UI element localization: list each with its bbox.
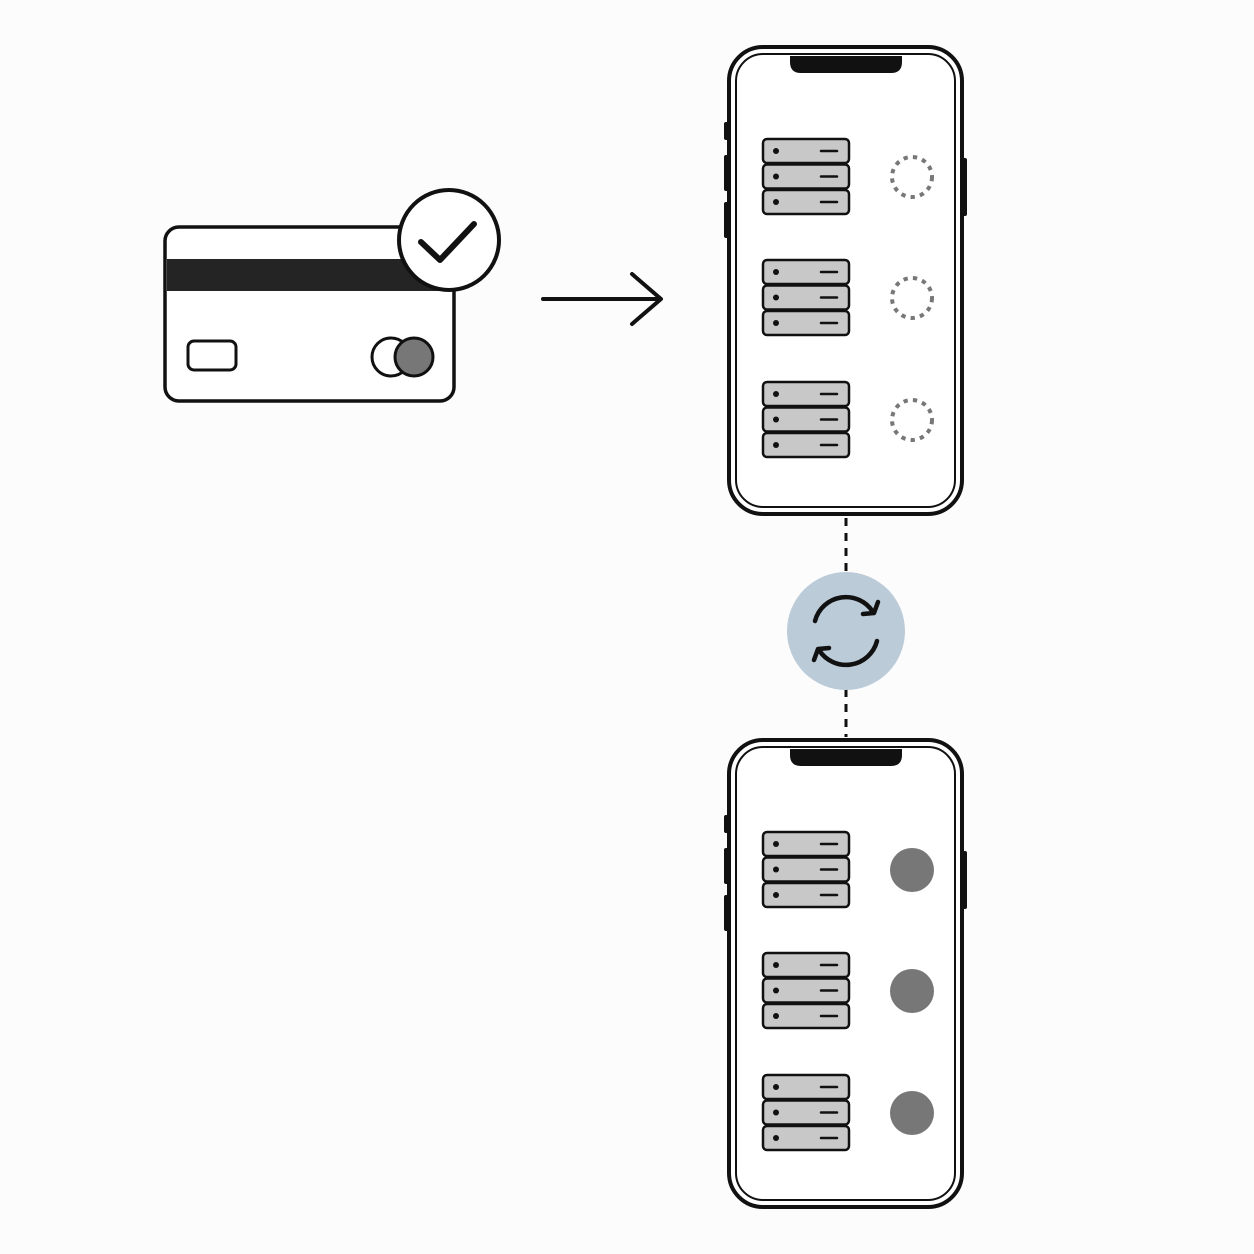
card-network-logo-icon (370, 336, 435, 378)
server-rows (761, 830, 934, 1152)
server-stack-icon (761, 830, 851, 909)
card-chip-icon (186, 339, 238, 372)
checkmark-icon (418, 221, 477, 263)
phone-notch (790, 749, 902, 766)
server-stack-icon (761, 951, 851, 1030)
filled-dot-icon (890, 1091, 934, 1135)
sync-badge (787, 572, 905, 690)
server-row (761, 137, 934, 216)
filled-dot-icon (890, 969, 934, 1013)
server-stack-icon (761, 380, 851, 459)
phone-synced (724, 738, 967, 1209)
server-stack-icon (761, 137, 851, 216)
server-stack-icon (761, 258, 851, 337)
server-row (761, 258, 934, 337)
server-stack-icon (761, 1073, 851, 1152)
phone-pending (724, 45, 967, 516)
server-row (761, 380, 934, 459)
loading-spinner-icon (890, 276, 934, 320)
filled-dot-icon (890, 848, 934, 892)
server-row (761, 1073, 934, 1152)
phone-notch (790, 56, 902, 73)
loading-spinner-icon (890, 398, 934, 442)
arrow-right-icon (541, 272, 663, 326)
check-badge (397, 188, 501, 292)
credit-card-icon (163, 188, 501, 403)
server-row (761, 830, 934, 909)
loading-spinner-icon (890, 155, 934, 199)
server-rows (761, 137, 934, 459)
sync-icon (811, 594, 881, 668)
server-row (761, 951, 934, 1030)
